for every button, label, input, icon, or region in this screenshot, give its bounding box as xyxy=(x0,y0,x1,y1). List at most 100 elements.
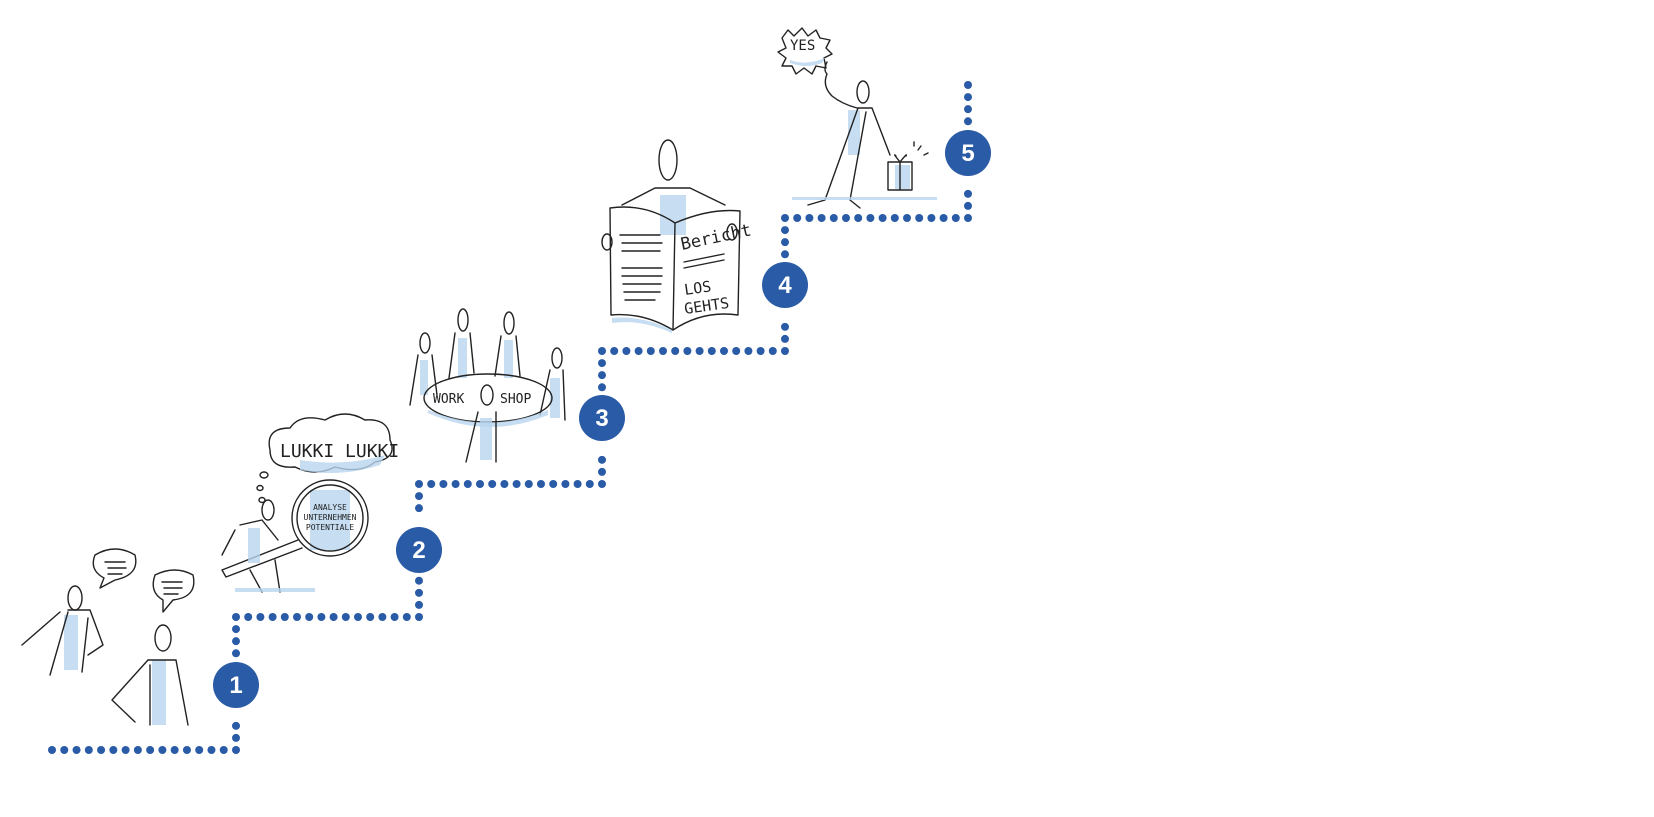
path-dot xyxy=(524,480,533,488)
illustration-analysis: LUKKI LUKKI ANALYSE UNTERNEHMEN POTENTIA… xyxy=(221,413,399,593)
path-dot xyxy=(158,746,167,754)
path-dot xyxy=(463,480,472,488)
step-circle xyxy=(213,662,259,708)
path-dot xyxy=(634,347,643,355)
path-dot xyxy=(964,214,972,222)
path-dot xyxy=(232,649,240,658)
path-dot xyxy=(878,214,887,222)
path-dot xyxy=(781,250,789,259)
path-dot xyxy=(146,746,155,754)
exclaim-text: YES xyxy=(790,38,815,54)
path-dot xyxy=(781,238,789,247)
path-dot xyxy=(561,480,570,488)
path-dot xyxy=(232,733,240,742)
path-dot xyxy=(97,746,106,754)
path-dot xyxy=(964,117,972,126)
path-dot xyxy=(683,347,692,355)
path-dot xyxy=(598,480,606,488)
path-dot xyxy=(402,613,411,621)
path-dot xyxy=(854,214,863,222)
illustration-conversation xyxy=(21,548,195,726)
path-dot xyxy=(232,637,240,646)
path-dot xyxy=(60,746,69,754)
path-dot xyxy=(244,613,253,621)
path-dot xyxy=(585,480,594,488)
path-dot xyxy=(207,746,216,754)
thought-text: LUKKI LUKKI xyxy=(280,441,399,462)
path-dot xyxy=(903,214,911,222)
step-number: 2 xyxy=(412,537,425,564)
step-circle xyxy=(945,130,991,176)
path-dot xyxy=(268,613,277,621)
path-dot xyxy=(109,746,118,754)
path-dot xyxy=(781,347,789,355)
step-number: 1 xyxy=(229,672,242,699)
path-dot xyxy=(390,613,399,621)
path-dot xyxy=(610,347,619,355)
path-dot xyxy=(232,613,240,621)
table-left-text: WORK xyxy=(433,392,464,407)
path-dot xyxy=(415,613,423,621)
path-dot xyxy=(768,347,777,355)
path-dot xyxy=(84,746,93,754)
path-dot xyxy=(451,480,460,488)
path-dot xyxy=(378,613,387,621)
path-dot xyxy=(256,613,265,621)
path-dot xyxy=(646,347,655,355)
step-number: 3 xyxy=(595,405,608,432)
path-dot xyxy=(415,600,423,609)
step-badge-4: 4 xyxy=(762,262,808,308)
path-dot xyxy=(48,746,56,754)
path-dot xyxy=(866,214,875,222)
step-circle xyxy=(762,262,808,308)
path-dot xyxy=(366,613,375,621)
path-dot xyxy=(890,214,899,222)
path-dot xyxy=(329,613,338,621)
path-dot xyxy=(341,613,350,621)
path-dot xyxy=(415,480,423,488)
path-dot xyxy=(121,746,130,754)
path-dot xyxy=(781,214,789,222)
path-dot xyxy=(939,214,948,222)
path-dot xyxy=(732,347,741,355)
illustration-workshop: WORK SHOP xyxy=(409,308,566,463)
report-headline: Bericht xyxy=(679,220,753,254)
path-dot xyxy=(671,347,680,355)
path-dot xyxy=(537,480,545,488)
illustration-success: YES xyxy=(777,27,937,209)
path-dot xyxy=(182,746,191,754)
step-number: 4 xyxy=(778,272,792,299)
path-dot xyxy=(707,347,716,355)
path-dot xyxy=(598,359,606,368)
path-dot xyxy=(964,201,972,210)
path-dot xyxy=(317,613,326,621)
path-dot xyxy=(573,480,582,488)
path-dot xyxy=(72,746,81,754)
step-badge-2: 2 xyxy=(396,527,442,573)
path-dot xyxy=(512,480,521,488)
path-dot xyxy=(598,467,606,476)
path-dot xyxy=(964,189,972,198)
path-dot xyxy=(951,214,960,222)
path-dot xyxy=(232,721,240,730)
path-dot xyxy=(598,383,606,392)
path-dot xyxy=(415,576,423,585)
path-dot xyxy=(598,371,606,380)
step-circle xyxy=(396,527,442,573)
path-dot xyxy=(781,226,789,235)
path-dot xyxy=(817,214,826,222)
path-dot xyxy=(170,746,179,754)
path-dot xyxy=(964,81,972,89)
path-dot xyxy=(659,347,667,355)
report-subline-1: LOS xyxy=(683,277,712,299)
step-badge-1: 1 xyxy=(213,662,259,708)
path-dot xyxy=(720,347,728,355)
path-dot xyxy=(439,480,448,488)
path-dot xyxy=(549,480,558,488)
path-dot xyxy=(829,214,838,222)
lens-line-3: POTENTIALE xyxy=(306,523,354,532)
step-badge-5: 5 xyxy=(945,130,991,176)
path-dot xyxy=(915,214,924,222)
path-dot xyxy=(133,746,142,754)
step-badge-3: 3 xyxy=(579,395,625,441)
